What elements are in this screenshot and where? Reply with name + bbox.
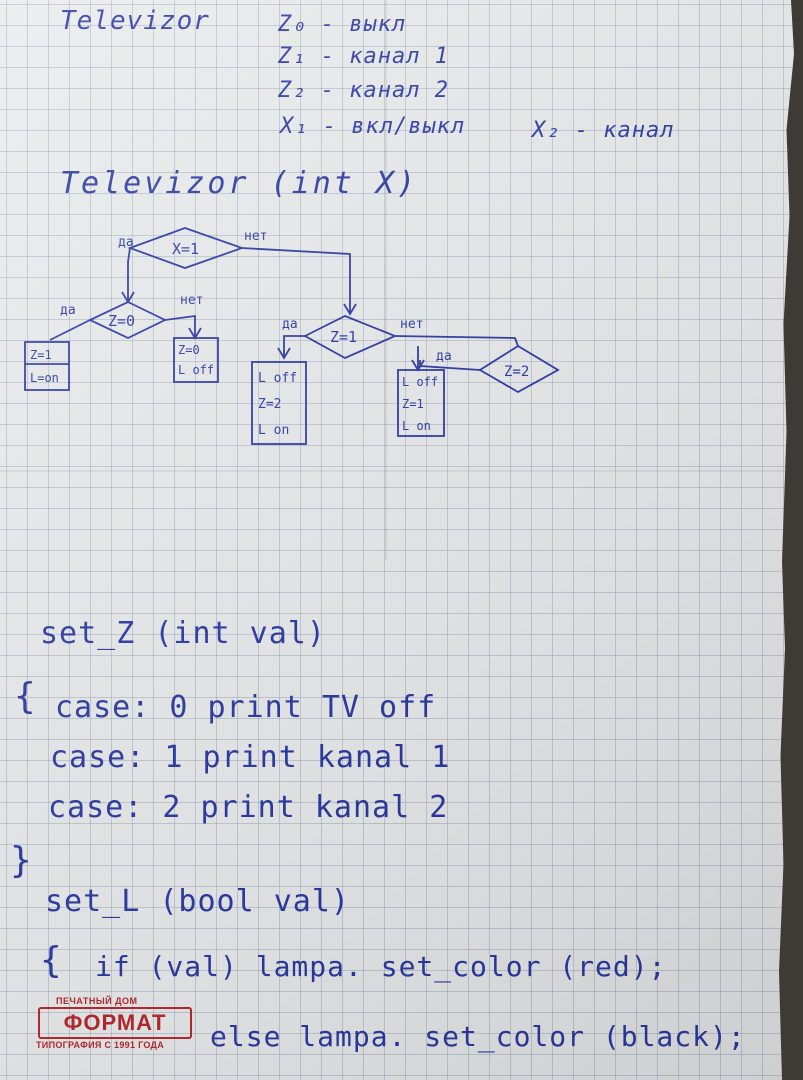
case-0-line: case: 0 print TV off [55,690,437,725]
no-label-x1: нет [244,229,267,244]
box-c-line-3: L on [258,423,289,438]
legend-x1: X₁ - вкл/выкл [280,114,466,139]
arrow-z1-yes [283,335,305,356]
box-d-line-3: L on [402,419,431,433]
box-c [251,361,307,445]
yes-label-z0: да [60,303,76,318]
decision-x1-label: X=1 [172,240,199,258]
box-b [173,337,219,383]
arrow-x1-yes [127,247,131,300]
function-signature: Televizor (int X) [60,166,419,201]
box-c-line-2: Z=2 [258,397,281,412]
logo-bottom-text: ТИПОГРАФИЯ С 1991 ГОДА [36,1040,165,1050]
logo-top-text: ПЕЧАТНЫЙ ДОМ [56,996,138,1006]
box-a-line-2: L=on [30,371,59,385]
case-2-line: case: 2 print kanal 2 [48,790,449,825]
decision-z0-diamond [87,301,168,339]
decision-z1-diamond [303,315,398,360]
decision-z0-label: Z=0 [108,312,135,330]
if-line: if (val) lampa. set_color (red); [95,950,667,983]
legend-x2: X₂ - канал [532,118,675,143]
legend-z1: Z₁ - канал 1 [278,44,449,69]
legend-z0: Z₀ - выкл [278,12,407,37]
box-b-line-2: L off [178,363,214,377]
open-brace-1: { [14,676,37,717]
set-z-signature: set_Z (int val) [40,616,326,651]
no-label-z0: нет [180,293,203,308]
arrowhead-z1-yes [277,347,291,360]
box-d-line-2: Z=1 [402,397,424,411]
publisher-logo: ПЕЧАТНЫЙ ДОМ ФОРМАТ ТИПОГРАФИЯ С 1991 ГО… [28,993,200,1057]
decision-z1-label: Z=1 [330,328,357,346]
decision-z2-label: Z=2 [504,364,529,380]
arrowhead-x1-no [343,303,357,316]
arrow-z0-yes [49,319,91,341]
box-a-line-1: Z=1 [30,348,52,362]
arrow-x1-no [241,247,351,312]
no-label-z1: нет [400,317,423,332]
yes-label-z1: да [282,317,298,332]
arrow-z0-no [164,314,196,336]
fold-crease-vertical [385,0,387,560]
set-l-signature: set_L (bool val) [45,884,350,919]
yes-label-z2: да [436,349,452,364]
decision-x1-diamond [127,227,245,269]
else-line: else lampa. set_color (black); [210,1020,746,1053]
box-d [397,369,445,437]
fold-crease-horizontal [0,470,803,472]
decision-z2-diamond [478,344,560,394]
box-a [24,341,70,391]
close-brace-1: } [10,840,33,881]
yes-label-x1: да [118,235,134,250]
case-1-line: case: 1 print kanal 1 [50,740,451,775]
box-c-line-1: L off [258,371,297,386]
box-b-line-1: Z=0 [178,343,200,357]
box-d-line-1: L off [402,375,438,389]
legend-z2: Z₂ - канал 2 [278,78,449,103]
open-brace-2: { [40,940,63,981]
page-title: Televizor [60,6,210,36]
logo-brand: ФОРМАТ [38,1007,192,1039]
arrow-z1-no [394,335,519,347]
